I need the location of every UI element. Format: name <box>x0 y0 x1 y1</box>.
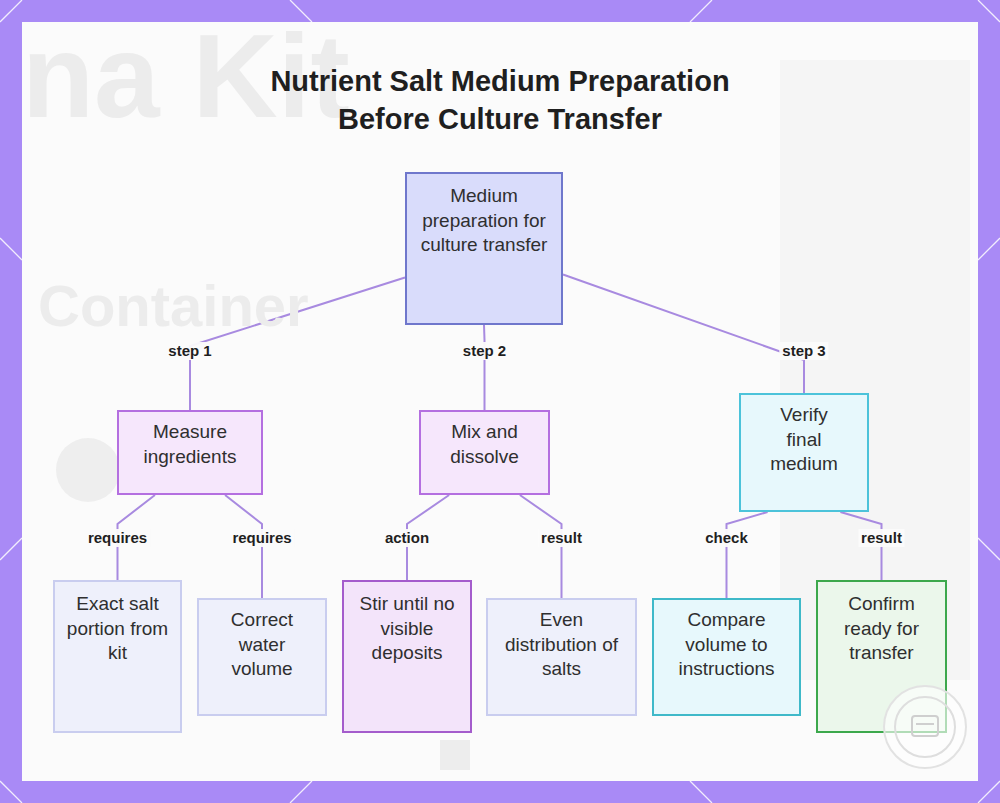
box-text: Measure ingredients <box>127 420 253 469</box>
edge-label: result <box>858 529 905 547</box>
edge-label: step 3 <box>779 342 828 360</box>
edge-label: check <box>702 529 751 547</box>
process-box: Medium preparation for culture transfer <box>405 172 563 325</box>
box-text: Correct water volume <box>207 608 317 682</box>
box-text: Stir until no visible deposits <box>352 592 462 666</box>
process-box: Confirm ready for transfer <box>816 580 947 733</box>
box-text: Even distribution of salts <box>496 608 627 682</box>
watermark-text: Container <box>38 272 309 339</box>
box-text: Compare volume to instructions <box>662 608 791 682</box>
process-box: Even distribution of salts <box>486 598 637 716</box>
box-text: Confirm ready for transfer <box>826 592 937 666</box>
edge-label: requires <box>229 529 294 547</box>
connector-line <box>483 325 486 410</box>
edge-label: action <box>382 529 432 547</box>
connector-line <box>727 512 768 598</box>
box-text: Verify final medium <box>767 403 841 477</box>
connector-line <box>563 275 804 393</box>
process-box: Exact salt portion from kit <box>53 580 182 733</box>
process-box: Stir until no visible deposits <box>342 580 472 733</box>
edge-label: result <box>538 529 585 547</box>
edge-label: step 1 <box>165 342 214 360</box>
box-text: Exact salt portion from kit <box>63 592 172 666</box>
diagram-title: Nutrient Salt Medium Preparation Before … <box>230 62 770 138</box>
box-text: Medium preparation for culture transfer <box>415 184 553 258</box>
process-box: Correct water volume <box>197 598 327 716</box>
box-text: Mix and dissolve <box>429 420 540 469</box>
process-box: Verify final medium <box>739 393 869 512</box>
process-box: Compare volume to instructions <box>652 598 801 716</box>
edge-label: step 2 <box>460 342 509 360</box>
process-box: Mix and dissolve <box>419 410 550 495</box>
process-box: Measure ingredients <box>117 410 263 495</box>
edge-label: requires <box>85 529 150 547</box>
